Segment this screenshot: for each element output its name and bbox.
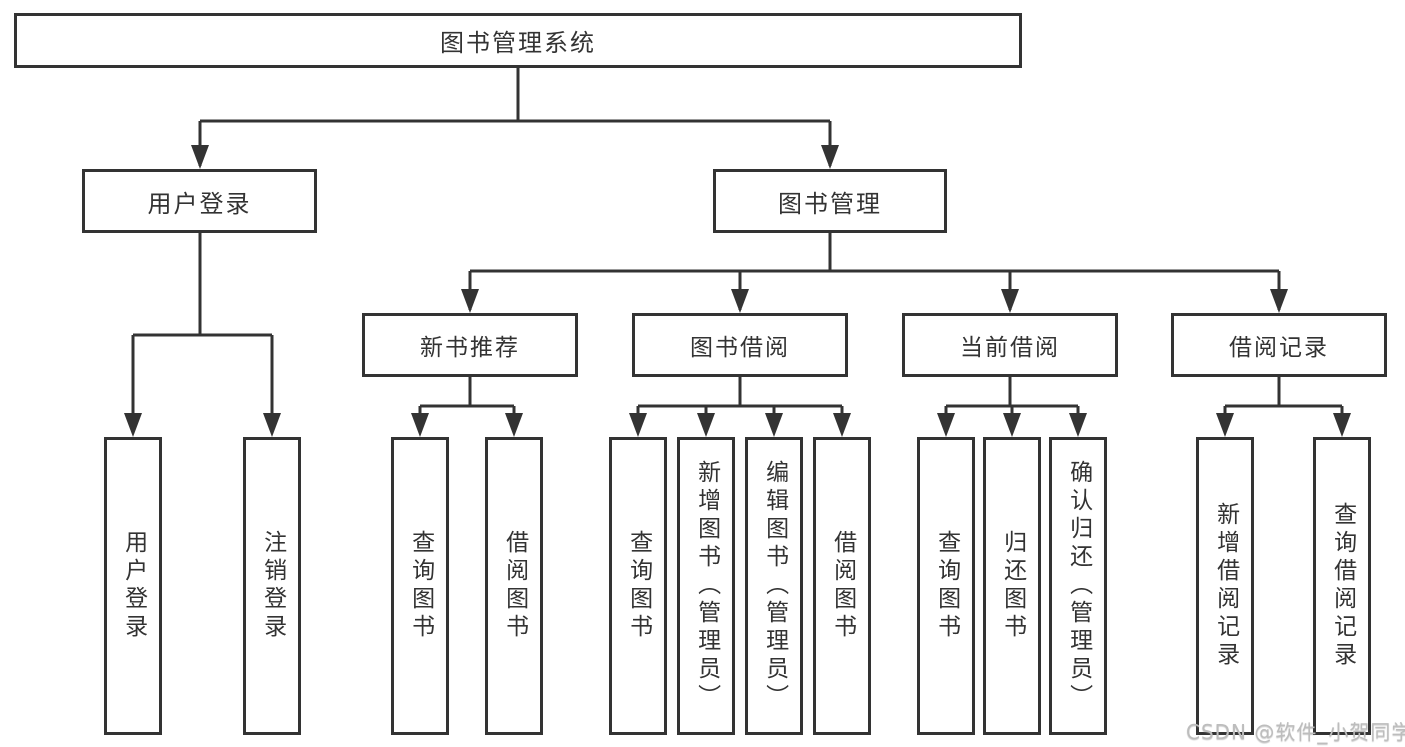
arrowhead (263, 413, 281, 437)
arrowhead (1333, 413, 1351, 437)
node-leaf-add-borrow-record: 新增借阅记录 (1196, 437, 1254, 735)
arrowhead (765, 413, 783, 437)
arrowhead (937, 413, 955, 437)
node-user-login: 用户登录 (82, 169, 317, 233)
node-leaf-confirm-return-admin: 确认归还（管理员） (1049, 437, 1107, 735)
node-label: 借阅记录 (1229, 335, 1329, 361)
node-leaf-borrow-book: 借阅图书 (813, 437, 871, 735)
arrowhead (1069, 413, 1087, 437)
node-label: 用户登录 (147, 189, 252, 218)
node-label: 图书管理系统 (440, 29, 596, 57)
node-label: 当前借阅 (960, 335, 1060, 361)
csdn-watermark: CSDN @软件_小贺同学 (1186, 720, 1405, 744)
connector-book-management-to-level3 (468, 233, 1281, 310)
node-label: 归还图书 (999, 530, 1026, 642)
node-label: 查询图书 (407, 530, 434, 642)
connector-records-to-children (1223, 377, 1344, 433)
node-leaf-user-login: 用户登录 (104, 437, 162, 735)
node-label: 借阅图书 (501, 530, 528, 642)
node-leaf-query-borrow-record: 查询借阅记录 (1313, 437, 1371, 735)
arrowhead (191, 145, 209, 169)
connector-user-login-to-children (131, 233, 274, 433)
arrowhead (1270, 289, 1288, 313)
arrowhead (1001, 289, 1019, 313)
node-label: 新书推荐 (420, 335, 520, 361)
node-leaf-edit-book-admin: 编辑图书（管理员） (745, 437, 803, 735)
arrowheads (124, 145, 1351, 437)
arrowhead (833, 413, 851, 437)
node-leaf-query-book-borrow: 查询图书 (609, 437, 667, 735)
node-label: 图书管理 (778, 189, 882, 218)
arrowhead (505, 413, 523, 437)
node-leaf-query-book-recommend: 查询图书 (391, 437, 449, 735)
node-borrowing-records: 借阅记录 (1171, 313, 1387, 377)
node-leaf-borrow-book-recommend: 借阅图书 (485, 437, 543, 735)
node-label: 查询图书 (933, 530, 960, 642)
arrowhead (821, 145, 839, 169)
node-book-management: 图书管理 (713, 169, 947, 233)
node-leaf-query-book-current: 查询图书 (917, 437, 975, 735)
node-label: 图书借阅 (690, 335, 790, 361)
node-label: 编辑图书（管理员） (761, 460, 788, 712)
arrowhead (1003, 413, 1021, 437)
node-label: 查询图书 (625, 530, 652, 642)
arrowhead (124, 413, 142, 437)
node-label: 用户登录 (120, 530, 147, 642)
node-label: 确认归还（管理员） (1065, 460, 1092, 712)
arrowhead (697, 413, 715, 437)
connector-recommend-to-children (418, 377, 516, 433)
arrowhead (1216, 413, 1234, 437)
node-label: 查询借阅记录 (1329, 502, 1356, 670)
node-book-borrowing: 图书借阅 (632, 313, 848, 377)
connector-root-to-level2 (198, 68, 832, 166)
node-label: 注销登录 (259, 530, 286, 642)
arrowhead (461, 289, 479, 313)
connector-borrow-to-children (636, 377, 844, 433)
node-leaf-add-book-admin: 新增图书（管理员） (677, 437, 735, 735)
node-leaf-logout: 注销登录 (243, 437, 301, 735)
node-label: 新增借阅记录 (1212, 502, 1239, 670)
node-label: 借阅图书 (829, 530, 856, 642)
node-leaf-return-book: 归还图书 (983, 437, 1041, 735)
node-current-borrowing: 当前借阅 (902, 313, 1118, 377)
node-new-book-recommend: 新书推荐 (362, 313, 578, 377)
arrowhead (731, 289, 749, 313)
arrowhead (629, 413, 647, 437)
node-label: 新增图书（管理员） (693, 460, 720, 712)
node-library-management-system: 图书管理系统 (14, 13, 1022, 68)
arrowhead (411, 413, 429, 437)
